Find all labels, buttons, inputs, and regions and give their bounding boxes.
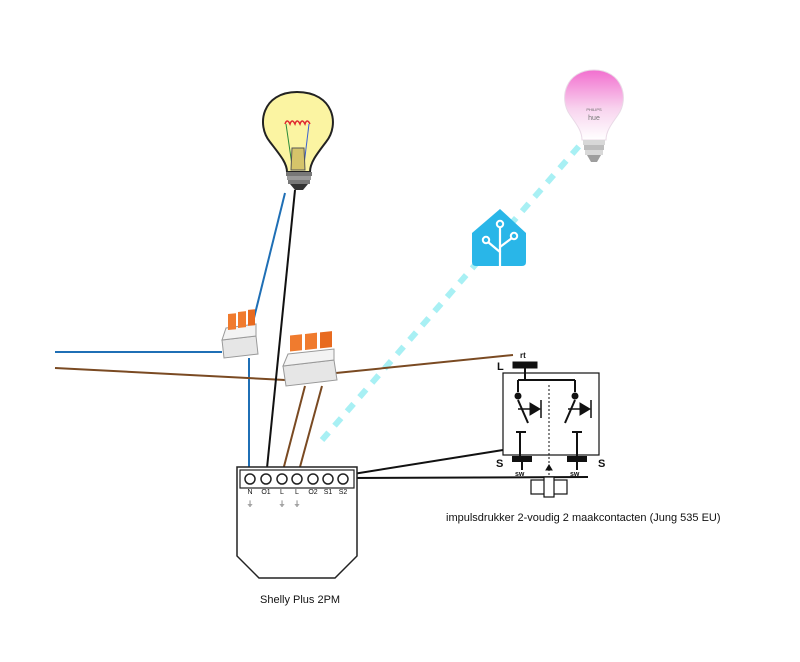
terminal-label-s1: S1 <box>323 489 333 496</box>
live-wires <box>54 354 514 479</box>
terminal-label-l1: L <box>280 489 284 496</box>
switch-sw-left: sw <box>515 471 525 478</box>
switch-caption: impulsdrukker 2-voudig 2 maakcontacten (… <box>446 512 721 524</box>
ground-mark: ⏚ <box>246 501 254 508</box>
switch-terminal-rt: rt <box>520 351 526 360</box>
hue-brand-label: PHILIPS <box>586 107 602 112</box>
home-assistant-icon <box>472 209 526 268</box>
wago-connector-icon <box>282 331 338 387</box>
switch-pole-s-left: S <box>496 458 504 470</box>
switch-pole-l: L <box>497 361 504 373</box>
ground-mark: ⏚ <box>278 501 286 508</box>
wireless-link <box>319 143 583 442</box>
incandescent-bulb-icon <box>262 90 334 190</box>
terminal-label-o1: O1 <box>261 489 271 496</box>
terminal-label-s2: S2 <box>338 489 348 496</box>
impulse-switch <box>502 361 600 498</box>
switch-sw-right: sw <box>570 471 580 478</box>
terminal-label-l2: L <box>295 489 299 496</box>
terminal-label-o2: O2 <box>308 489 318 496</box>
terminal-label-n: N <box>247 489 253 496</box>
wago-connector-icon <box>221 309 259 359</box>
switch-pole-s-right: S <box>598 458 606 470</box>
ground-mark: ⏚ <box>293 501 301 508</box>
hue-bulb-icon <box>564 69 624 162</box>
hue-product-label: hue <box>588 115 600 122</box>
shelly-caption: Shelly Plus 2PM <box>260 594 341 606</box>
shelly-terminals <box>244 473 349 485</box>
